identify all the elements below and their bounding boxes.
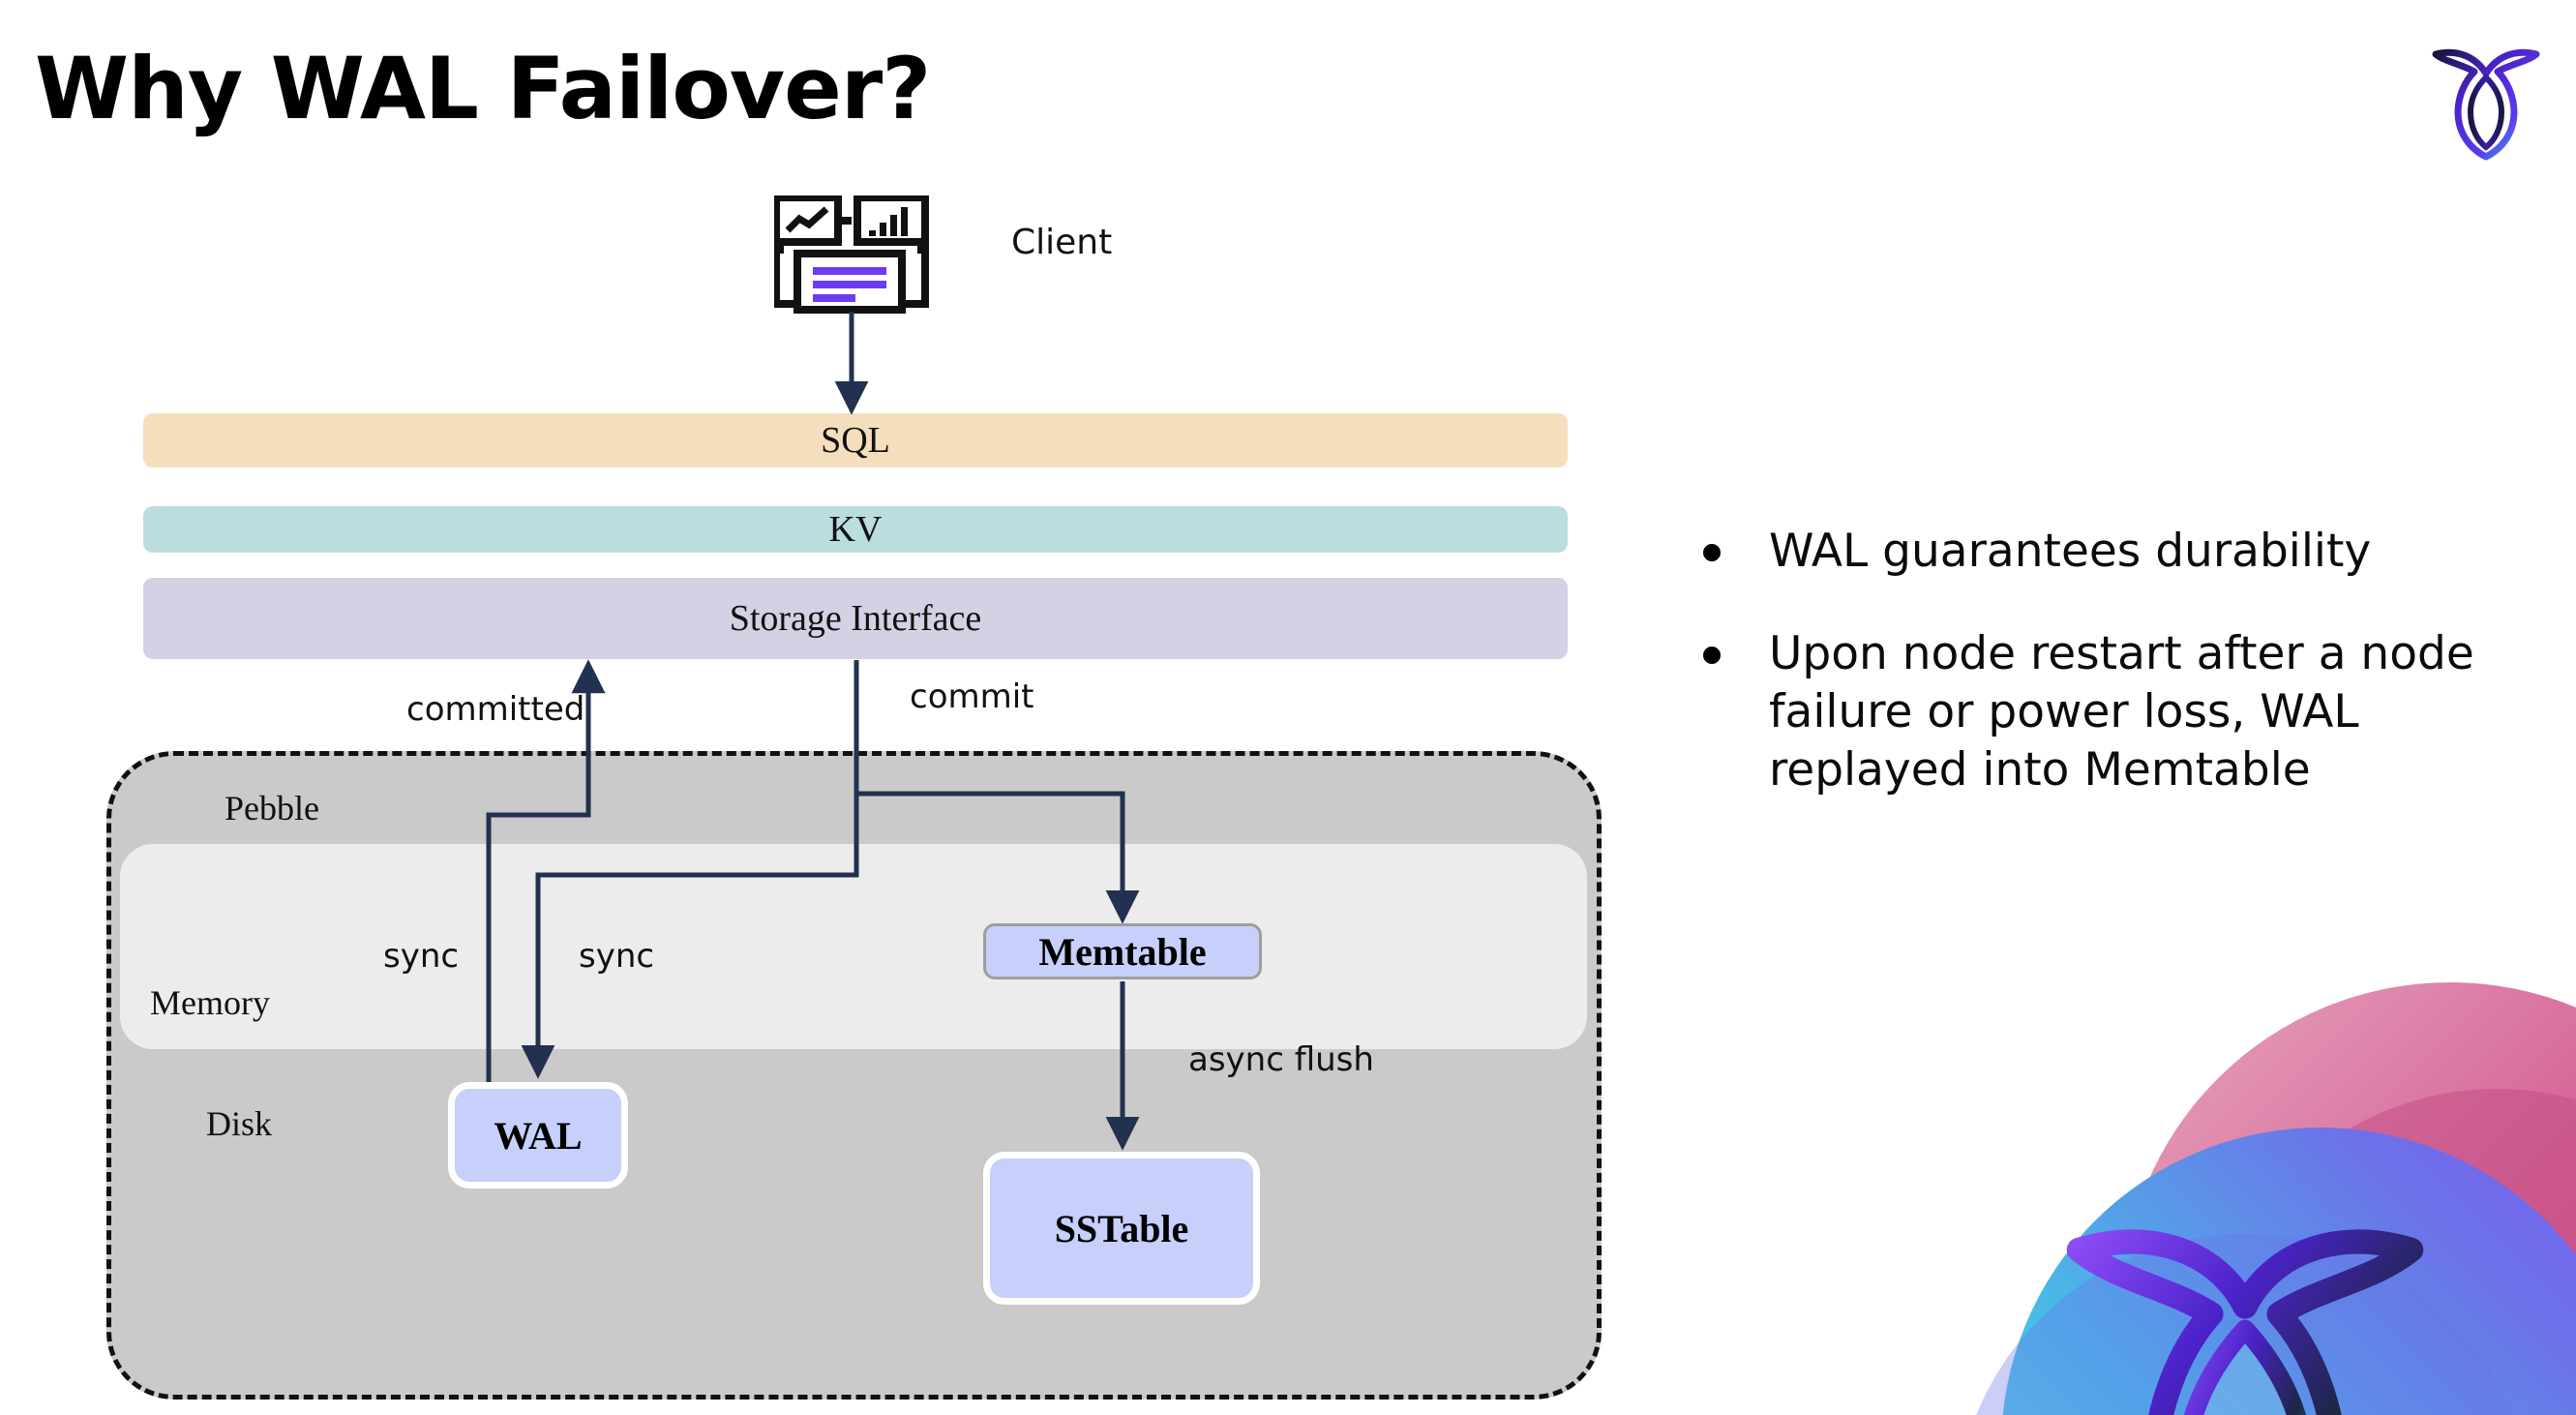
edge-label-async-flush: async flush: [1188, 1040, 1374, 1079]
diagram-edges: [486, 312, 1140, 1151]
edge-label-sync-right: sync: [579, 937, 655, 976]
client-label: Client: [1011, 223, 1113, 262]
page-title: Why WAL Failover?: [35, 39, 931, 138]
node-sstable-label: SSTable: [1054, 1206, 1189, 1250]
memory-zone: [120, 844, 1587, 1049]
client-dashboard-icon: [772, 194, 929, 314]
memory-label: Memory: [150, 983, 270, 1022]
layer-kv: KV: [143, 506, 1568, 553]
bullet-list: WAL guarantees durability Upon node rest…: [1703, 523, 2535, 845]
layer-kv-label: KV: [828, 509, 883, 550]
node-wal-label: WAL: [494, 1113, 583, 1158]
bullet-dot-icon: [1703, 647, 1721, 665]
architecture-diagram: Client SQL KV Storage Interface Pebble M…: [106, 194, 1602, 1400]
list-item: Upon node restart after a node failure o…: [1703, 625, 2535, 799]
edge-label-sync-left: sync: [383, 937, 460, 976]
node-memtable: Memtable: [983, 923, 1262, 979]
bullet-text: Upon node restart after a node failure o…: [1769, 627, 2474, 798]
node-sstable: SSTable: [983, 1152, 1260, 1305]
bullet-dot-icon: [1703, 544, 1721, 561]
cockroach-logo: [2418, 27, 2554, 163]
disk-label: Disk: [206, 1104, 273, 1143]
list-item: WAL guarantees durability: [1703, 523, 2535, 581]
layer-storage-interface: Storage Interface: [143, 578, 1568, 659]
bullet-text: WAL guarantees durability: [1769, 525, 2372, 578]
edge-label-commit: commit: [910, 677, 1034, 716]
node-memtable-label: Memtable: [1038, 929, 1207, 974]
layer-storage-label: Storage Interface: [729, 598, 982, 639]
edge-label-committed: committed: [406, 690, 585, 729]
layer-sql: SQL: [143, 413, 1568, 467]
layer-sql-label: SQL: [821, 420, 890, 461]
node-wal: WAL: [448, 1082, 628, 1189]
pebble-label: Pebble: [225, 789, 319, 828]
gradient-circles-artwork: [1955, 924, 2576, 1415]
